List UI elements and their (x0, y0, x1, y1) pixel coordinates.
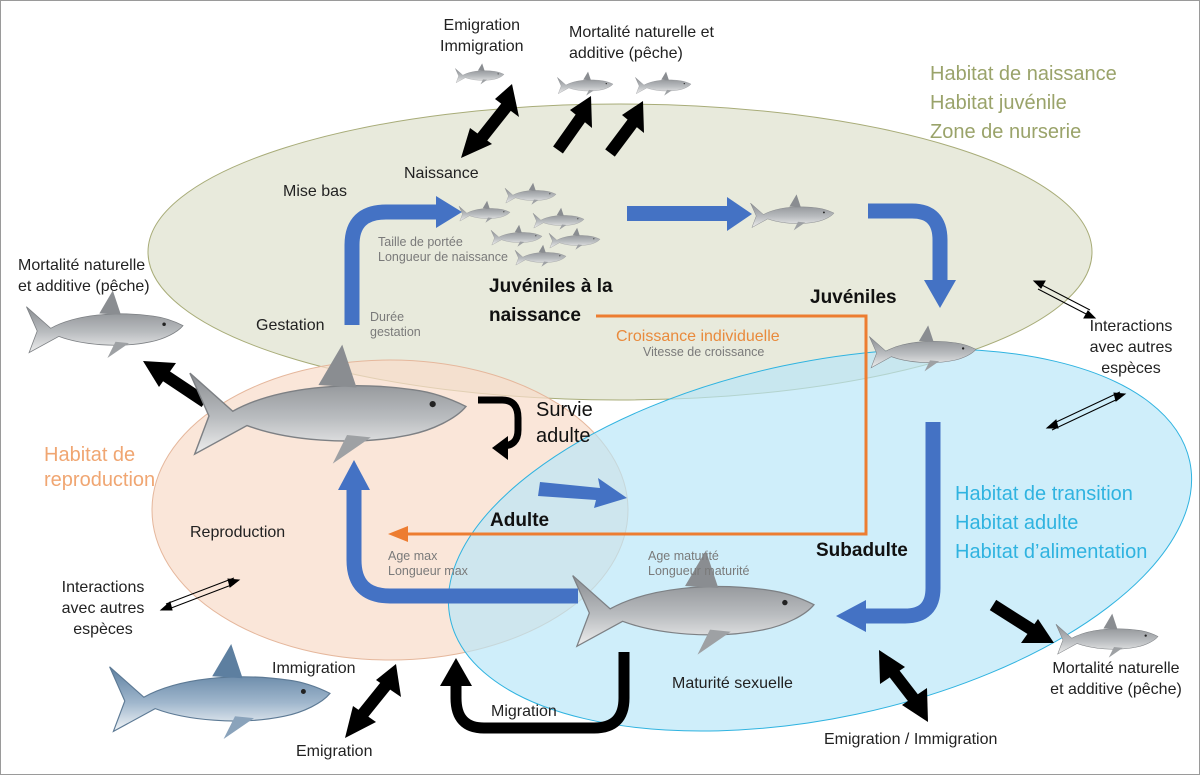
label-mortality-right-line1: Mortalité naturelle (1052, 660, 1180, 677)
arrow-mortality-top-2 (605, 101, 644, 157)
label-reproduction: Reproduction (190, 524, 286, 541)
ellipse-nursery-habitat (147, 103, 1093, 401)
label-age-max-line1: Age max (388, 549, 438, 563)
arrow-juvenile-down (868, 203, 956, 308)
label-interactions-line2: avec autres (1089, 339, 1173, 356)
interaction-arrows-right-top (1032, 280, 1097, 319)
label-feeding-habitat: Habitat d’alimentation (955, 541, 1148, 563)
label-duration-line2: gestation (370, 325, 421, 339)
label-emig-immig-bottom: Emigration / Immigration (824, 731, 998, 748)
label-emig-immig-top: Emigration Immigration (440, 15, 524, 57)
arrow-birth-to-juvenile (627, 197, 752, 231)
label-mortality-left: Mortalité naturelle et additive (pêche) (18, 255, 150, 297)
arrow-adult-to-transition (538, 478, 627, 508)
label-newborn-line1: Juvéniles à la (489, 276, 613, 297)
shark-top-emigration (455, 63, 505, 85)
label-age-maturity-line1: Age maturité (648, 549, 719, 563)
arrow-to-subadult (836, 422, 941, 632)
label-mortality-line2: additive (pêche) (569, 45, 683, 62)
interaction-arrows-left (159, 577, 241, 611)
label-birth: Naissance (404, 165, 479, 182)
arrow-gestation-to-birth (344, 196, 462, 325)
label-nursery-zone: Zone de nurserie (930, 121, 1082, 143)
label-mortality-left-line2: et additive (pêche) (18, 278, 150, 295)
label-gestation-duration: Durée gestation (370, 310, 421, 340)
label-habitat-reproduction: Habitat de reproduction (44, 443, 155, 493)
label-newborn-juveniles: Juvéniles à la naissance (489, 272, 613, 330)
label-age-maturity: Age maturité Longueur maturité (648, 549, 749, 579)
label-interactions-line3: espèces (1101, 360, 1161, 377)
label-litter-size: Taille de portée Longueur de naissance (378, 235, 508, 265)
arrow-mortality-left (143, 361, 209, 407)
label-emigration: Emigration (296, 743, 373, 760)
label-habitat-juvenile: Habitat juvénile (930, 92, 1067, 114)
label-litter-size-line1: Taille de portée (378, 235, 463, 249)
label-interactions-right: Interactions avec autres espèces (1083, 316, 1179, 379)
label-habitat-reproduction-line1: Habitat de (44, 444, 136, 466)
label-length-max: Longueur max (388, 564, 468, 578)
label-age-max: Age max Longueur max (388, 549, 468, 579)
label-transition-habitat: Habitat de transition (955, 483, 1133, 505)
arrow-maturity-to-adult (338, 460, 578, 604)
label-newborn-line2: naissance (489, 305, 581, 326)
label-habitat-transition: Habitat de transition Habitat adulte Hab… (955, 480, 1147, 567)
label-immigration: Immigration (272, 660, 356, 677)
label-survival-line1: Survie (536, 399, 593, 421)
label-habitat-nursery: Habitat de naissance Habitat juvénile Zo… (930, 60, 1117, 147)
shark-mortality-left (25, 289, 184, 359)
label-birth-length: Longueur de naissance (378, 250, 508, 264)
arrow-immig-emig-bottom-left (345, 664, 401, 738)
arrow-adult-survival (478, 396, 522, 460)
label-growth-rate: Vitesse de croissance (643, 345, 765, 359)
label-interactions-left-line1: Interactions (61, 579, 145, 596)
arrow-growth (388, 314, 868, 542)
label-duration-line1: Durée (370, 310, 405, 324)
label-adult: Adulte (490, 510, 550, 531)
label-mortality-right-line2: et additive (pêche) (1050, 681, 1182, 698)
label-habitat-reproduction-line2: reproduction (44, 469, 156, 491)
label-adult-habitat: Habitat adulte (955, 512, 1079, 534)
label-interactions-line1: Interactions (1089, 318, 1173, 335)
ellipse-transition-habitat (447, 348, 1193, 732)
shark-top-mortality-1 (557, 71, 614, 96)
label-length-maturity: Longueur maturité (648, 564, 750, 578)
label-mortality-line1: Mortalité naturelle et (569, 24, 714, 41)
label-adult-survival: Survie adulte (536, 397, 593, 449)
label-migration: Migration (491, 703, 557, 720)
arrow-migration (440, 652, 630, 734)
label-growth: Croissance individuelle (616, 328, 780, 345)
label-mortality-right: Mortalité naturelle et additive (pêche) (1038, 658, 1194, 700)
label-parturition: Mise bas (283, 183, 348, 200)
label-interactions-left: Interactions avec autres espèces (55, 577, 151, 640)
arrow-emig-immig-top (461, 84, 519, 158)
label-interactions-left-line2: avec autres (61, 600, 145, 617)
label-interactions-left-line3: espèces (73, 621, 133, 638)
label-habitat-birth: Habitat de naissance (930, 63, 1117, 85)
label-immigration: Immigration (440, 38, 524, 55)
label-emigration: Emigration (443, 17, 521, 34)
label-sexual-maturity: Maturité sexuelle (672, 675, 793, 692)
arrow-mortality-right (989, 599, 1054, 643)
label-survival-line2: adulte (536, 425, 591, 447)
shark-top-mortality-2 (635, 71, 692, 96)
label-juveniles: Juvéniles (810, 287, 897, 308)
label-gestation: Gestation (256, 317, 325, 334)
interaction-arrows-right-bottom (1045, 391, 1127, 431)
arrow-mortality-top-1 (553, 96, 592, 154)
arrow-emig-immig-bottom-right (879, 650, 928, 722)
label-subadult: Subadulte (816, 540, 908, 561)
label-mortality-left-line1: Mortalité naturelle (18, 257, 146, 274)
label-mortality-top: Mortalité naturelle et additive (pêche) (569, 22, 714, 64)
